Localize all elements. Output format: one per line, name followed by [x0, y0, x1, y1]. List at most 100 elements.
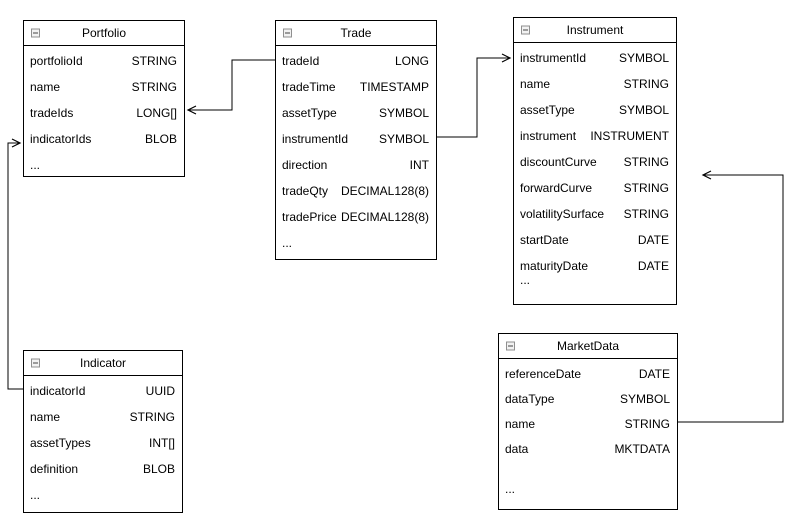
field-name: name — [520, 77, 551, 91]
field-row[interactable]: assetType SYMBOL — [276, 100, 436, 126]
entity-field-list: referenceDate DATE dataType SYMBOL name … — [499, 359, 677, 501]
field-type: DATE — [637, 259, 669, 273]
collapse-minus-icon[interactable] — [283, 28, 292, 38]
field-name: direction — [282, 158, 328, 172]
field-row[interactable]: ... — [24, 482, 182, 508]
field-row[interactable]: tradeQty DECIMAL128(8) — [276, 178, 436, 204]
field-row[interactable]: assetType SYMBOL — [514, 97, 676, 123]
entity-trade[interactable]: Trade tradeId LONG tradeTime TIMESTAMP a… — [275, 20, 437, 260]
field-row[interactable]: referenceDate DATE — [499, 361, 677, 386]
field-row[interactable]: portfolioId STRING — [24, 48, 184, 74]
field-row[interactable]: assetTypes INT[] — [24, 430, 182, 456]
field-row[interactable]: ... — [24, 152, 184, 178]
field-row[interactable]: indicatorIds BLOB — [24, 126, 184, 152]
field-row[interactable]: definition BLOB — [24, 456, 182, 482]
field-row[interactable]: ... — [499, 476, 677, 501]
edge-marketdata-to-instrument[interactable] — [678, 170, 784, 423]
field-row[interactable]: ... — [514, 271, 676, 289]
field-row[interactable]: volatilitySurface STRING — [514, 201, 676, 227]
field-name: name — [30, 80, 61, 94]
entity-header[interactable]: MarketData — [499, 334, 677, 359]
field-row[interactable]: name STRING — [24, 404, 182, 430]
field-type: DECIMAL128(8) — [340, 184, 429, 198]
entity-header[interactable]: Indicator — [24, 351, 182, 376]
collapse-minus-icon[interactable] — [521, 25, 530, 35]
field-type: LONG[] — [136, 106, 177, 120]
entity-marketdata[interactable]: MarketData referenceDate DATE dataType S… — [498, 333, 678, 510]
field-row[interactable]: name STRING — [514, 71, 676, 97]
field-type: SYMBOL — [618, 51, 669, 65]
field-row[interactable]: direction INT — [276, 152, 436, 178]
field-name: tradeTime — [282, 80, 336, 94]
field-row[interactable]: forwardCurve STRING — [514, 175, 676, 201]
field-name: discountCurve — [520, 155, 597, 169]
field-name: maturityDate — [520, 259, 589, 273]
edge-trade-to-portfolio[interactable] — [186, 59, 275, 115]
field-type: TIMESTAMP — [359, 80, 429, 94]
entity-field-list: indicatorId UUID name STRING assetTypes … — [24, 376, 182, 508]
field-row[interactable]: discountCurve STRING — [514, 149, 676, 175]
field-type: STRING — [131, 54, 177, 68]
field-name: name — [505, 416, 536, 431]
field-row[interactable]: dataType SYMBOL — [499, 386, 677, 411]
collapse-minus-icon[interactable] — [506, 341, 515, 351]
field-name: name — [30, 410, 61, 424]
field-type: SYMBOL — [378, 132, 429, 146]
entity-header[interactable]: Portfolio — [24, 21, 184, 46]
field-type: STRING — [623, 181, 669, 195]
entity-instrument[interactable]: Instrument instrumentId SYMBOL name STRI… — [513, 17, 677, 305]
field-row[interactable]: ... — [276, 230, 436, 256]
edge-indicator-to-portfolio[interactable] — [7, 138, 23, 390]
entity-title: Instrument — [566, 23, 624, 37]
collapse-minus-icon[interactable] — [31, 28, 40, 38]
field-name: assetTypes — [30, 436, 91, 450]
field-row[interactable]: tradeTime TIMESTAMP — [276, 74, 436, 100]
field-row[interactable]: maturityDate DATE — [514, 253, 676, 279]
collapse-minus-icon[interactable] — [31, 358, 40, 368]
entity-field-list: tradeId LONG tradeTime TIMESTAMP assetTy… — [276, 46, 436, 256]
field-row[interactable]: instrumentId SYMBOL — [514, 45, 676, 71]
field-type: STRING — [623, 77, 669, 91]
field-name: instrument — [520, 129, 577, 143]
field-type: INT[] — [149, 436, 175, 450]
field-name: startDate — [520, 233, 569, 247]
field-name: indicatorId — [30, 384, 86, 398]
entity-portfolio[interactable]: Portfolio portfolioId STRING name STRING… — [23, 20, 185, 177]
field-type: STRING — [129, 410, 175, 424]
field-name: ... — [520, 273, 531, 287]
field-name: ... — [282, 236, 293, 250]
entity-header[interactable]: Trade — [276, 21, 436, 46]
entity-header[interactable]: Instrument — [514, 18, 676, 43]
field-row[interactable]: name STRING — [24, 74, 184, 100]
field-row[interactable]: tradeId LONG — [276, 48, 436, 74]
field-name: referenceDate — [505, 366, 582, 381]
field-name: portfolioId — [30, 54, 83, 68]
field-type: MKTDATA — [614, 441, 670, 456]
field-name: assetType — [520, 103, 575, 117]
field-name: ... — [30, 158, 41, 172]
field-row[interactable]: tradePrice DECIMAL128(8) — [276, 204, 436, 230]
field-type: BLOB — [144, 132, 177, 146]
field-row[interactable]: instrumentId SYMBOL — [276, 126, 436, 152]
field-row[interactable]: name STRING — [499, 411, 677, 436]
field-row[interactable]: data MKTDATA — [499, 436, 677, 461]
edge-trade-to-instrument[interactable] — [437, 53, 512, 138]
field-row[interactable]: tradeIds LONG[] — [24, 100, 184, 126]
entity-title: Trade — [340, 26, 372, 40]
field-row[interactable]: startDate DATE — [514, 227, 676, 253]
field-name: ... — [30, 488, 41, 502]
field-name: tradeQty — [282, 184, 329, 198]
field-row[interactable]: instrument INSTRUMENT — [514, 123, 676, 149]
field-type: DATE — [637, 233, 669, 247]
field-row[interactable]: indicatorId UUID — [24, 378, 182, 404]
field-name: tradeId — [282, 54, 320, 68]
field-name: volatilitySurface — [520, 207, 605, 221]
field-name: tradeIds — [30, 106, 74, 120]
field-name: dataType — [505, 391, 555, 406]
entity-indicator[interactable]: Indicator indicatorId UUID name STRING a… — [23, 350, 183, 513]
field-name: indicatorIds — [30, 132, 92, 146]
field-name: instrumentId — [520, 51, 587, 65]
entity-title: MarketData — [556, 339, 620, 353]
field-type: UUID — [145, 384, 175, 398]
